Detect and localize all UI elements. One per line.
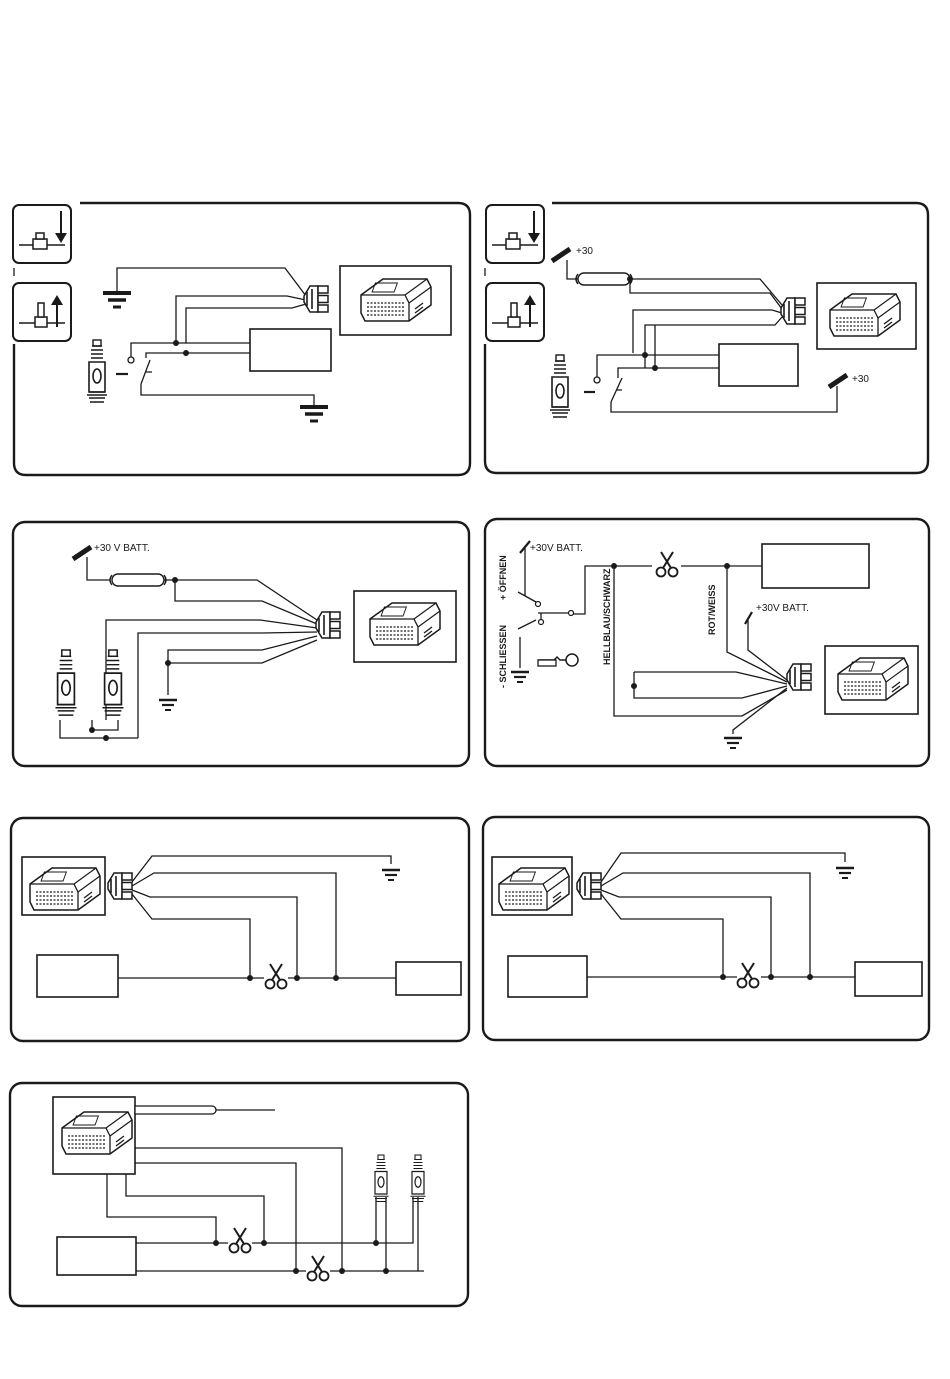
door-actuator: [56, 650, 77, 715]
connector: [781, 298, 805, 324]
door-actuator: [87, 340, 107, 402]
door-actuator: [411, 1155, 426, 1202]
control-box: [57, 1237, 136, 1275]
ground-icon: [724, 738, 742, 748]
scissors-icon: [308, 1256, 329, 1281]
scissors-icon: [657, 552, 678, 577]
panel-4-switch-wiring: + ÖFFNEN - SCHLIESSEN +30V BATT. HELLBLA…: [485, 519, 929, 766]
control-box: [37, 955, 118, 997]
panel-1-central-locking-ground: [13, 203, 470, 475]
control-box: [396, 962, 461, 995]
control-box: [250, 329, 331, 371]
control-box: [719, 344, 798, 386]
scissors-icon: [738, 963, 759, 988]
connector: [577, 873, 601, 899]
panel-5-cut-wire: [11, 818, 469, 1041]
key-icon: [538, 654, 578, 666]
lock-up-icon: [486, 283, 544, 341]
control-box: [762, 544, 869, 588]
ground-icon: [300, 407, 328, 421]
control-box: [508, 956, 587, 997]
lock-down-icon: [486, 205, 544, 263]
door-actuator: [374, 1155, 389, 1202]
door-actuator: [550, 355, 570, 417]
panel-2-central-locking-plus30: +30 +30: [485, 203, 928, 473]
plus30-label: +30: [852, 374, 869, 385]
plus30-tab: [829, 375, 847, 387]
ground-icon: [511, 672, 529, 682]
plus30-tab: [552, 249, 570, 261]
lock-up-icon: [13, 283, 71, 341]
hellblau-schwarz-label: HELLBLAU/SCHWARZ: [602, 568, 612, 665]
ground-icon: [103, 293, 131, 307]
panel-3-actuators: +30 V BATT.: [13, 522, 469, 766]
plus30-label: +30: [576, 246, 593, 257]
oeffnen-label: + ÖFFNEN: [498, 555, 508, 600]
panel-6-cut-wire: [483, 817, 929, 1040]
ground-icon: [159, 700, 177, 710]
scissors-icon: [230, 1228, 251, 1253]
lock-down-icon: [13, 205, 71, 263]
scissors-icon: [266, 964, 287, 989]
fuse-icon: [110, 574, 166, 586]
ground-icon: [382, 870, 400, 880]
connector: [316, 612, 340, 638]
rot-weiss-label: ROT/WEISS: [707, 584, 717, 635]
control-box: [855, 962, 922, 996]
batt-label: +30V BATT.: [756, 603, 809, 614]
connector: [304, 286, 328, 312]
connector: [108, 873, 132, 899]
plus30-tab: [73, 547, 91, 559]
fuse-icon: [576, 273, 632, 285]
batt-label: +30 V BATT.: [94, 543, 150, 554]
panel-7-double-cut: [10, 1083, 468, 1306]
schliessen-label: - SCHLIESSEN: [498, 625, 508, 688]
ground-icon: [836, 868, 854, 878]
connector: [787, 664, 811, 690]
batt-label: +30V BATT.: [530, 543, 583, 554]
